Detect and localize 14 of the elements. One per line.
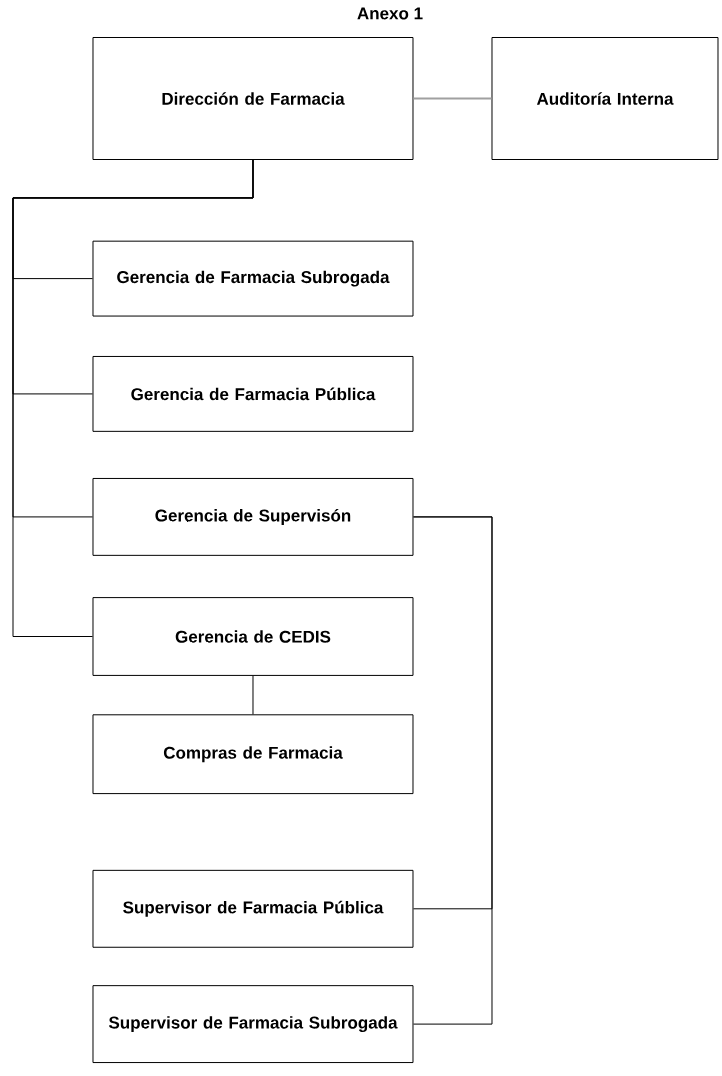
org-box: Gerencia de Farmacia Pública bbox=[92, 355, 414, 432]
connector bbox=[12, 159, 254, 637]
title: Anexo 1 bbox=[357, 7, 423, 20]
org-box: Dirección de Farmacia bbox=[92, 37, 414, 160]
org-box: Gerencia de CEDIS bbox=[92, 597, 414, 676]
connector bbox=[252, 675, 254, 715]
org-box: Compras de Farmacia bbox=[92, 714, 414, 795]
connector bbox=[413, 516, 493, 1025]
org-box: Supervisor de Farmacia Subrogada bbox=[92, 985, 414, 1064]
org-box: Supervisor de Farmacia Pública bbox=[92, 869, 414, 948]
connector bbox=[412, 97, 493, 100]
org-box: Auditoría Interna bbox=[491, 37, 719, 160]
org-box: Gerencia de Farmacia Subrogada bbox=[92, 240, 414, 317]
org-box: Gerencia de Supervisón bbox=[92, 477, 414, 556]
